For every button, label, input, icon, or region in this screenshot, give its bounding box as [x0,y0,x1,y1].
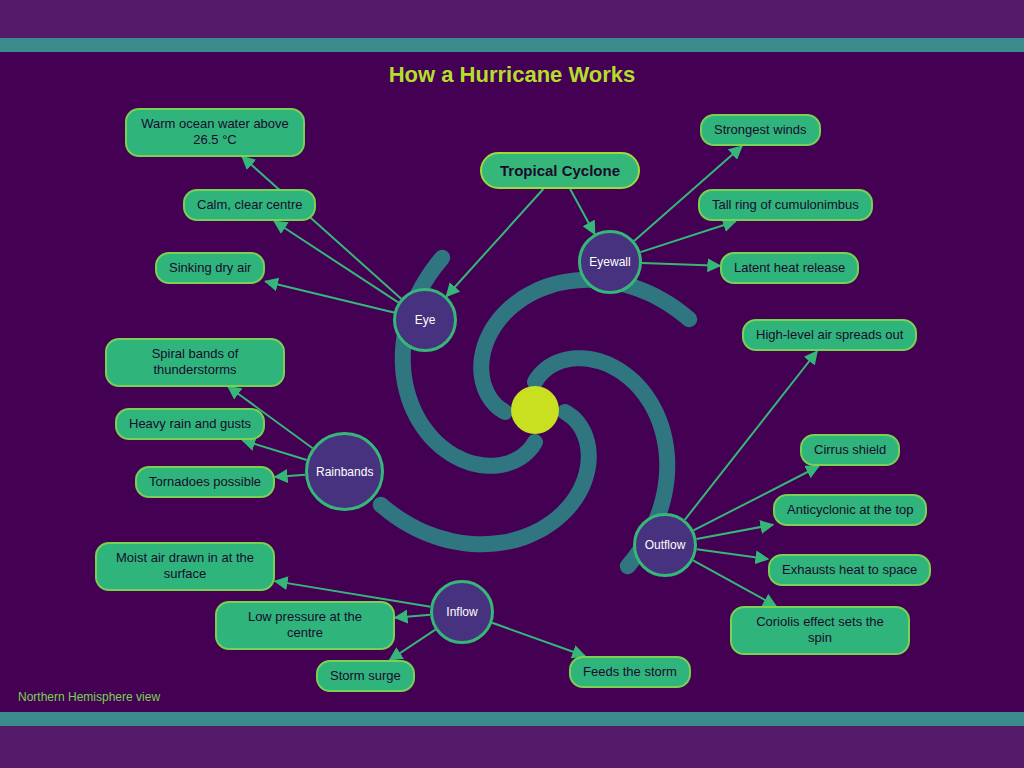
node-text: Low pressure at the centre [229,609,381,642]
node-text: Spiral bands of thunderstorms [119,346,271,379]
connector [242,157,401,299]
info-box: Exhausts heat to space [768,554,931,586]
info-box: High-level air spreads out [742,319,917,351]
info-box: Low pressure at the centre [215,601,395,650]
connector [390,630,436,660]
node-text: Tornadoes possible [149,474,261,490]
info-box: Coriolis effect sets the spin [730,606,910,655]
cyclone-eye [511,386,559,434]
top-rule [0,38,1024,52]
connector [446,189,543,296]
node-text: Rainbands [316,465,373,479]
connector [492,623,585,656]
node-text: Feeds the storm [583,664,677,680]
hub-circle: Rainbands [305,432,384,511]
bottom-rule [0,712,1024,726]
node-text: Sinking dry air [169,260,251,276]
info-box: Storm surge [316,660,415,692]
connector [696,525,773,539]
connector [570,189,595,234]
diagram-title: How a Hurricane Works [0,62,1024,88]
node-text: Storm surge [330,668,401,684]
topic-pill: Tropical Cyclone [480,152,640,189]
connector [642,263,720,266]
info-box: Heavy rain and gusts [115,408,265,440]
connector [640,221,735,252]
info-box: Tornadoes possible [135,466,275,498]
node-text: Warm ocean water above 26.5 °C [139,116,291,149]
hub-circle: Eyewall [578,230,642,294]
connector [693,560,776,606]
node-text: Eye [415,313,436,327]
info-box: Sinking dry air [155,252,265,284]
info-box: Cirrus shield [800,434,900,466]
connector [275,475,305,477]
node-text: Cirrus shield [814,442,886,458]
info-box: Spiral bands of thunderstorms [105,338,285,387]
connector [242,440,306,460]
node-text: High-level air spreads out [756,327,903,343]
connector [697,549,768,559]
node-text: Outflow [645,538,686,552]
node-text: Tall ring of cumulonimbus [712,197,859,213]
info-box: Latent heat release [720,252,859,284]
node-text: Inflow [446,605,477,619]
connector [395,615,430,618]
spiral-arm [481,280,689,412]
node-text: Anticyclonic at the top [787,502,913,518]
info-box: Moist air drawn in at the surface [95,542,275,591]
hub-circle: Eye [393,288,457,352]
node-text: Coriolis effect sets the spin [744,614,896,647]
node-text: Strongest winds [714,122,807,138]
info-box: Anticyclonic at the top [773,494,927,526]
node-text: Exhausts heat to space [782,562,917,578]
connector [274,221,398,302]
note-label: Northern Hemisphere view [18,690,160,704]
node-text: Tropical Cyclone [500,162,620,179]
node-text: Calm, clear centre [197,197,302,213]
connector [265,281,394,312]
bottom-band [0,726,1024,768]
info-box: Calm, clear centre [183,189,316,221]
info-box: Feeds the storm [569,656,691,688]
top-band [0,0,1024,40]
spiral-arm [381,412,589,544]
info-box: Tall ring of cumulonimbus [698,189,873,221]
hub-circle: Inflow [430,580,494,644]
node-text: Heavy rain and gusts [129,416,251,432]
node-text: Eyewall [589,255,630,269]
node-text: Latent heat release [734,260,845,276]
info-box: Strongest winds [700,114,821,146]
info-box: Warm ocean water above 26.5 °C [125,108,305,157]
node-text: Moist air drawn in at the surface [109,550,261,583]
hub-circle: Outflow [633,513,697,577]
